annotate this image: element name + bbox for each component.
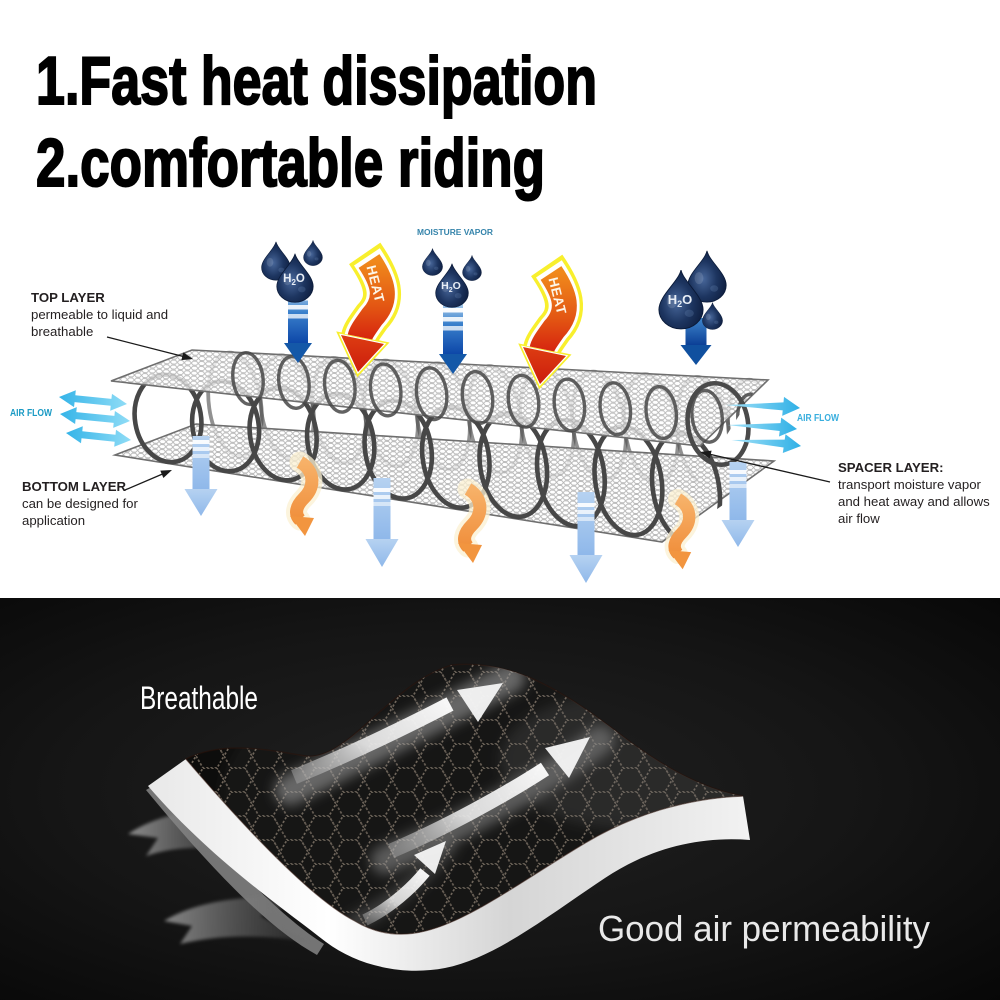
svg-text:H2O: H2O [668, 292, 693, 309]
svg-text:AIR FLOW: AIR FLOW [797, 412, 839, 424]
svg-text:H2O: H2O [441, 280, 461, 294]
svg-text:application: application [22, 513, 85, 528]
svg-text:SPACER LAYER:: SPACER LAYER: [838, 460, 944, 475]
svg-text:BOTTOM LAYER: BOTTOM LAYER [22, 479, 127, 494]
svg-text:transport moisture vapor: transport moisture vapor [838, 477, 982, 492]
svg-text:can be designed for: can be designed for [22, 496, 138, 511]
svg-text:and heat away and allows: and heat away and allows [838, 494, 990, 509]
svg-text:air flow: air flow [838, 511, 880, 526]
svg-text:2.comfortable riding: 2.comfortable riding [36, 125, 545, 201]
svg-text:MOISTURE VAPOR: MOISTURE VAPOR [417, 228, 493, 237]
svg-text:AIR FLOW: AIR FLOW [10, 407, 52, 419]
svg-text:breathable: breathable [31, 324, 93, 339]
svg-text:Breathable: Breathable [140, 680, 258, 716]
svg-text:H2O: H2O [283, 273, 305, 287]
svg-text:1.Fast heat dissipation: 1.Fast heat dissipation [36, 43, 597, 119]
svg-text:TOP LAYER: TOP LAYER [31, 290, 105, 305]
svg-text:permeable to liquid and: permeable to liquid and [31, 307, 168, 322]
svg-text:Good air permeability: Good air permeability [598, 908, 930, 949]
